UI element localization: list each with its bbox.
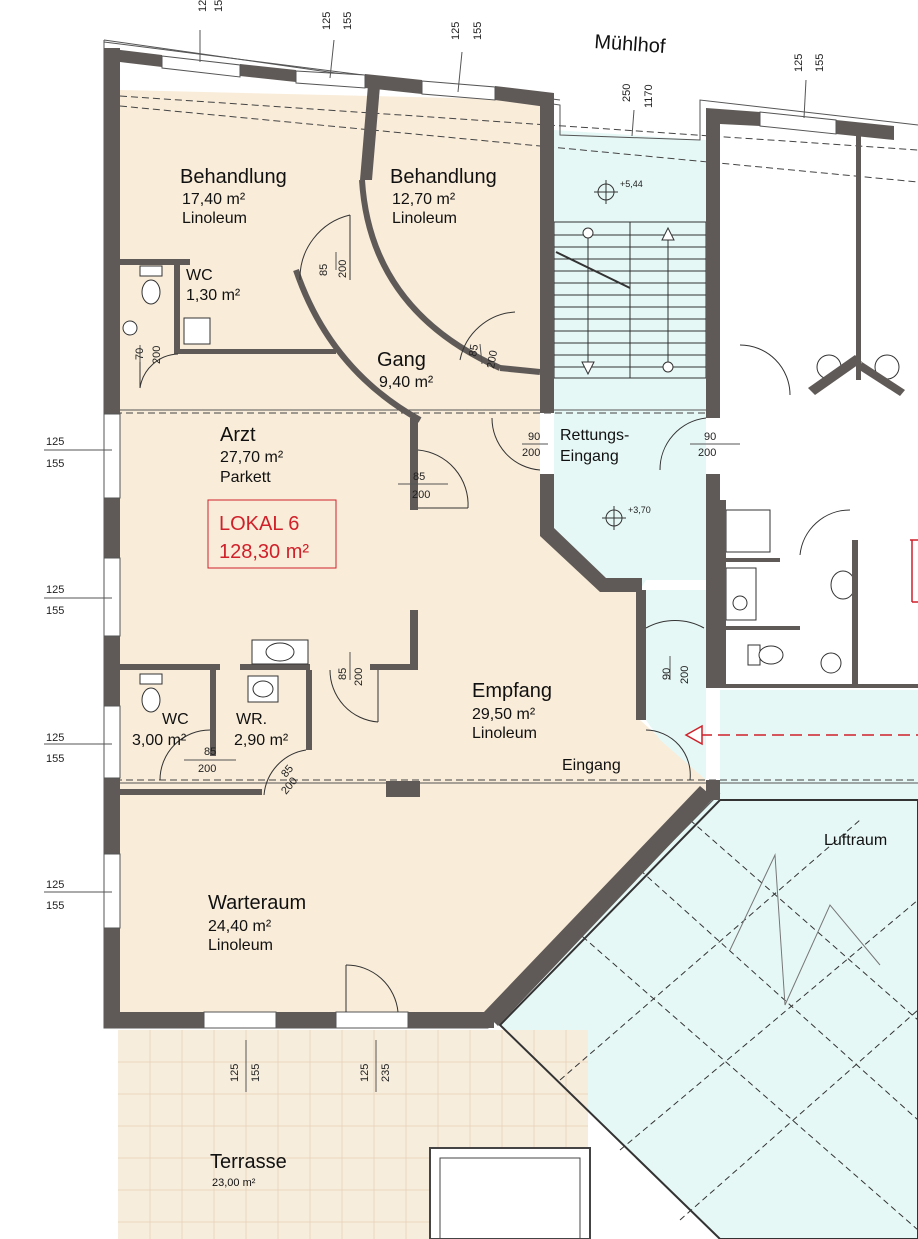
dim-door-10-b: 200 (151, 346, 163, 364)
room-arzt-area: 27,70 m² (220, 449, 284, 466)
dim-left-1-b: 155 (46, 458, 64, 470)
sanitary-fixtures (122, 265, 900, 713)
dim-bottom-2-a: 125 (359, 1064, 371, 1082)
dim-door-9-b: 200 (679, 666, 691, 684)
dim-door-2-a: 85 (467, 343, 481, 357)
walls (104, 48, 918, 1028)
dim-top-4-a: 250 (621, 84, 633, 102)
unit-floor (120, 90, 706, 1020)
dim-top-5-b: 155 (814, 54, 826, 72)
room-wc-2-name: WC (162, 711, 189, 728)
dim-door-10-a: 70 (134, 348, 146, 360)
dim-top-3-b: 155 (472, 22, 484, 40)
dim-left-2-b: 155 (46, 605, 64, 617)
corridor-floor (720, 690, 918, 790)
windows (103, 55, 837, 1029)
dim-left-1-a: 125 (46, 436, 64, 448)
dim-door-7-a: 85 (204, 746, 216, 758)
dim-bottom-1-a: 125 (229, 1064, 241, 1082)
room-wc-1-name: WC (186, 267, 213, 284)
dim-door-4-b: 200 (522, 447, 540, 459)
unit-name: LOKAL 6 (219, 513, 299, 535)
dim-top-2-b: 155 (342, 12, 354, 30)
room-terrasse-name: Terrasse (210, 1151, 287, 1173)
label-rettungs: Rettungs- (560, 427, 629, 444)
dim-left-2-a: 125 (46, 584, 64, 596)
dim-top-1-a: 125 (197, 0, 209, 12)
dim-top-3-a: 125 (450, 22, 462, 40)
label-eingang: Eingang (562, 757, 621, 774)
dim-door-3-b: 200 (412, 489, 430, 501)
dim-door-1-b: 200 (337, 260, 349, 278)
dim-top-5-a: 125 (793, 54, 805, 72)
dimension-leaders (44, 30, 807, 1092)
curved-walls (293, 179, 541, 423)
dim-door-6-a: 85 (337, 668, 349, 680)
room-arzt-name: Arzt (220, 424, 256, 446)
label-luftraum: Luftraum (824, 832, 887, 849)
dim-door-5-b: 200 (698, 447, 716, 459)
dim-top-2-a: 125 (321, 12, 333, 30)
unit-area: 128,30 m² (219, 541, 309, 563)
terrace-planter (429, 1147, 591, 1239)
room-warteraum-floor: Linoleum (208, 937, 273, 954)
dim-left-3-b: 155 (46, 753, 64, 765)
dim-door-6-b: 200 (353, 668, 365, 686)
level-marker-lower (602, 506, 626, 530)
level-lower-value: +3,70 (628, 505, 651, 515)
dim-bottom-1-b: 155 (250, 1064, 262, 1082)
room-wc-2-area: 3,00 m² (132, 732, 187, 749)
neighbour-partitions (720, 130, 905, 684)
dim-left-3-a: 125 (46, 732, 64, 744)
room-warteraum-name: Warteraum (208, 892, 306, 914)
room-arzt-floor: Parkett (220, 469, 271, 486)
room-wc-1-area: 1,30 m² (186, 287, 241, 304)
room-behandlung-1-name: Behandlung (180, 166, 287, 188)
room-terrasse-area: 23,00 m² (212, 1177, 256, 1189)
terrace-tiles (118, 1030, 588, 1239)
dim-door-3-a: 85 (413, 471, 425, 483)
unit-label: LOKAL 6 128,30 m² (207, 499, 337, 569)
room-warteraum-area: 24,40 m² (208, 918, 272, 935)
room-behandlung-2-area: 12,70 m² (392, 191, 456, 208)
dim-door-4-a: 90 (528, 431, 540, 443)
room-wr-area: 2,90 m² (234, 732, 289, 749)
dim-door-2-b: 200 (485, 349, 500, 369)
dim-left-4-a: 125 (46, 879, 64, 891)
dim-door-7-b: 200 (198, 763, 216, 775)
dimensions: 125 155 125 155 125 155 250 1170 125 155… (46, 0, 826, 1082)
dim-bottom-2-b: 235 (380, 1064, 392, 1082)
dim-left-4-b: 155 (46, 900, 64, 912)
atrium-glazing (498, 799, 918, 1239)
dim-door-1-a: 85 (318, 264, 330, 276)
level-upper-value: +5,44 (620, 179, 643, 189)
dim-top-4-b: 1170 (643, 84, 655, 108)
room-wr-name: WR. (236, 711, 267, 728)
doors (139, 214, 851, 1013)
room-behandlung-1-area: 17,40 m² (182, 191, 246, 208)
street-name: Mühlhof (594, 31, 667, 58)
dim-door-5-a: 90 (704, 431, 716, 443)
room-gang-name: Gang (377, 349, 426, 371)
room-empfang-area: 29,50 m² (472, 706, 536, 723)
label-rettungs-eingang: Eingang (560, 448, 619, 465)
dim-door-9-a: 90 (661, 668, 673, 680)
room-behandlung-2-floor: Linoleum (392, 210, 457, 227)
entrance-arrow (684, 539, 918, 746)
room-behandlung-1-floor: Linoleum (182, 210, 247, 227)
room-behandlung-2-name: Behandlung (390, 166, 497, 188)
level-marker-upper (594, 180, 618, 204)
dim-top-1-b: 155 (213, 0, 225, 12)
staircase (553, 221, 707, 379)
room-empfang-floor: Linoleum (472, 725, 537, 742)
atrium-floor (500, 790, 918, 1239)
room-empfang-name: Empfang (472, 680, 552, 702)
room-gang-area: 9,40 m² (379, 374, 434, 391)
